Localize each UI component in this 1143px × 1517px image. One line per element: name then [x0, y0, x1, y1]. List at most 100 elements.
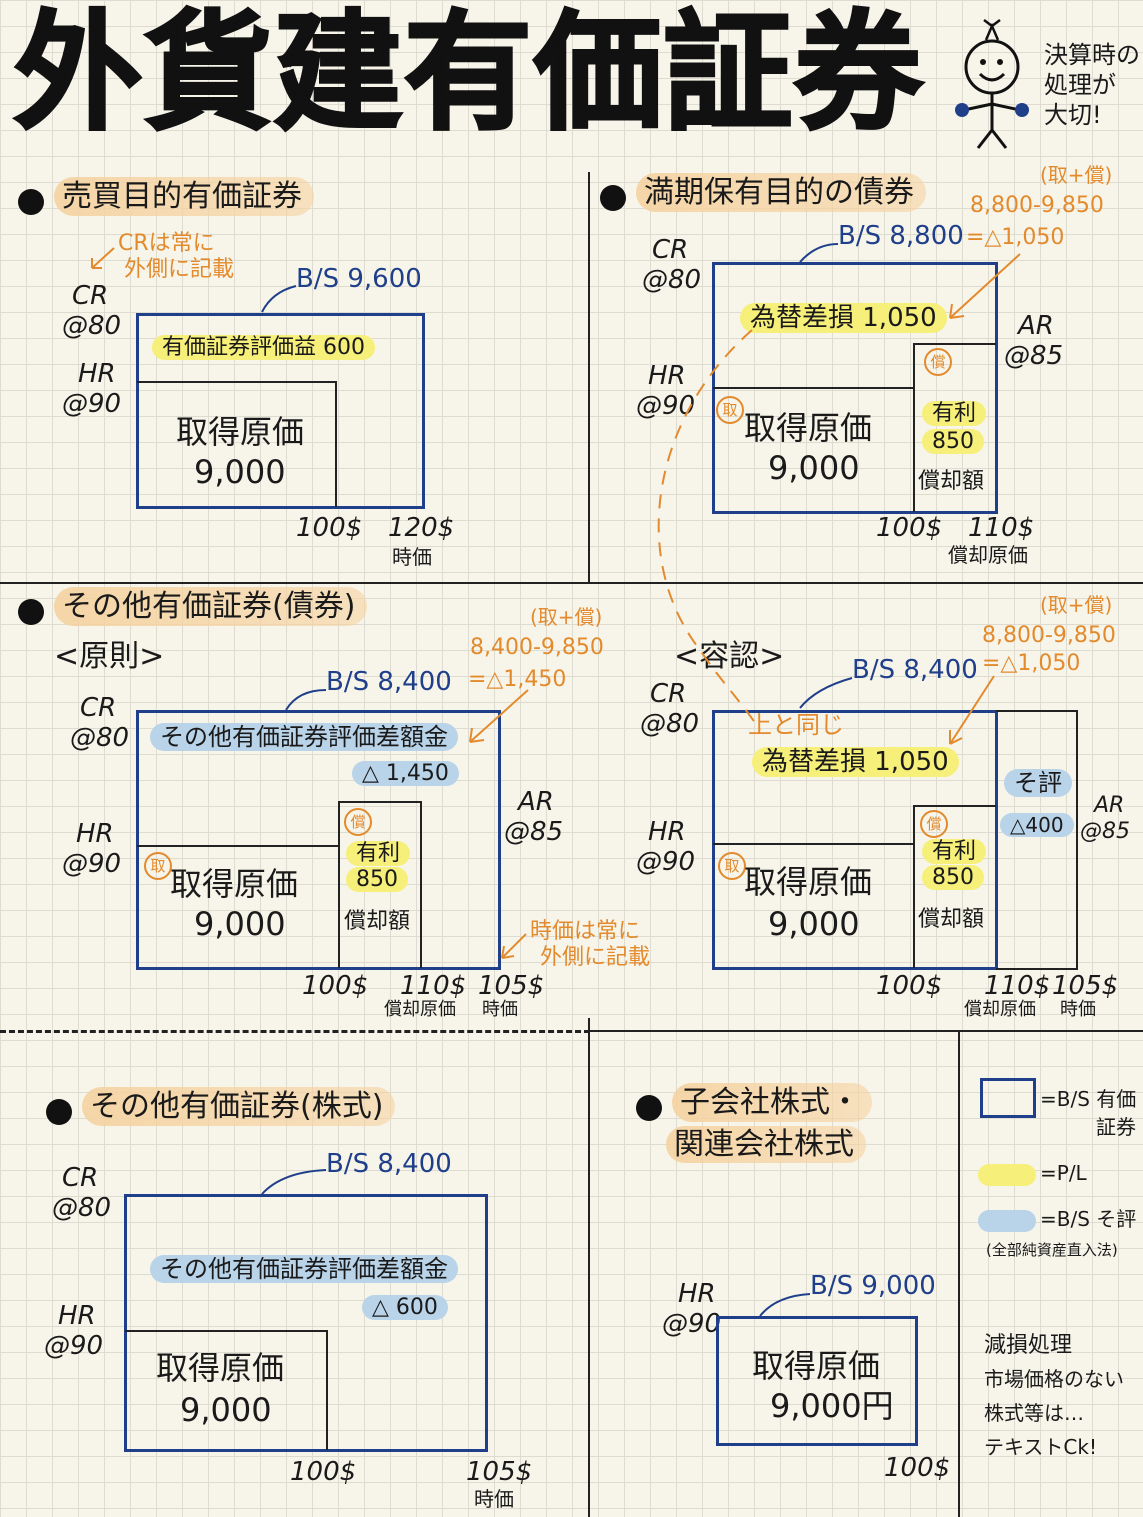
os-cost-label: 取得原価	[156, 1349, 285, 1387]
htm-cost-tag: 取	[716, 396, 744, 424]
oa-amort-label: 償却額	[918, 907, 985, 932]
oa-oci-value: △400	[1000, 813, 1074, 837]
os-cost-box	[125, 1330, 328, 1450]
legend-blue-sub: (全部純資産直入法)	[986, 1241, 1118, 1259]
oa-amort-box	[913, 805, 996, 968]
side-note-3: 大切!	[1044, 101, 1102, 129]
ob-diff: その他有価証券評価差額金	[150, 723, 458, 751]
oa-ar-label: AR	[1094, 793, 1125, 818]
trading-cr-label: CR	[72, 281, 109, 311]
trading-heading: 売買目的有価証券	[18, 177, 314, 216]
divider-vertical-bottom	[588, 1018, 590, 1517]
oa-formula-result: =△1,050	[982, 651, 1081, 676]
oa-mv-box	[996, 710, 1078, 970]
os-heading-text: その他有価証券(株式)	[82, 1087, 396, 1126]
ob-cost-label: 取得原価	[170, 865, 299, 903]
htm-heading: 満期保有目的の債券	[600, 173, 926, 212]
oa-bs-leader	[799, 677, 853, 709]
trading-hr-rate: @90	[62, 389, 122, 419]
oa-cr-rate: @80	[640, 709, 700, 739]
ob-hr-rate: @90	[62, 849, 122, 879]
oa-bs: B/S 8,400	[852, 655, 978, 685]
oa-amort-tag: 償	[920, 810, 948, 838]
trading-bs: B/S 9,600	[296, 264, 422, 294]
oa-x1: 100$	[876, 971, 943, 1001]
trading-x1: 100$	[296, 513, 363, 543]
ob-x2-sub: 償却原価	[384, 999, 456, 1020]
ob-heading: その他有価証券(債券)	[18, 587, 368, 626]
ob-amort-label: 償却額	[344, 909, 411, 934]
os-x2: 105$	[466, 1457, 533, 1487]
oa-interest-value: 850	[922, 865, 984, 890]
impairment-1: 減損処理	[984, 1333, 1073, 1358]
ob-bs-leader	[285, 689, 327, 711]
ob-x3: 105$	[478, 971, 545, 1001]
os-hr-label: HR	[58, 1301, 96, 1331]
htm-bs: B/S 8,800	[838, 221, 964, 251]
divider-dashed	[0, 1030, 590, 1033]
htm-interest-value: 850	[922, 429, 984, 454]
os-cr-label: CR	[62, 1163, 99, 1193]
oa-oci-label: そ評	[1004, 769, 1072, 797]
ob-note-1: 時価は常に	[530, 919, 641, 944]
sub-cost-value: 9,000円	[770, 1387, 894, 1425]
htm-ar-label: AR	[1018, 311, 1054, 341]
os-diff: その他有価証券評価差額金	[150, 1255, 458, 1283]
divider-vertical-legend	[958, 1032, 960, 1517]
oa-formula-tag: (取+償)	[1040, 593, 1113, 617]
htm-interest: 有利	[922, 401, 987, 426]
sub-x1: 100$	[884, 1453, 951, 1483]
oa-cost-tag: 取	[718, 852, 746, 880]
legend-yellow-swatch	[978, 1164, 1036, 1186]
sub-bs: B/S 9,000	[810, 1271, 936, 1301]
os-bs: B/S 8,400	[326, 1149, 452, 1179]
htm-formula-result: =△1,050	[966, 225, 1065, 250]
ob-ar-rate: @85	[504, 817, 564, 847]
ob-diff-value: △ 1,450	[352, 761, 459, 786]
sub-cost-label: 取得原価	[752, 1347, 881, 1385]
htm-cr-label: CR	[652, 235, 689, 265]
oa-x2-sub: 償却原価	[964, 999, 1036, 1020]
ob-interest: 有利	[346, 841, 411, 866]
os-x1: 100$	[290, 1457, 357, 1487]
htm-heading-text: 満期保有目的の債券	[636, 173, 926, 212]
sub-bs-box	[716, 1316, 918, 1446]
impairment-2: 市場価格のない	[984, 1367, 1124, 1391]
trading-bs-box	[136, 313, 425, 509]
htm-cr-rate: @80	[642, 265, 702, 295]
os-bs-leader	[261, 1169, 327, 1195]
ob-cost-value: 9,000	[194, 905, 286, 943]
trading-cost-box	[137, 381, 337, 507]
ob-amort-tag: 償	[344, 808, 372, 836]
ob-cost-tag: 取	[144, 852, 172, 880]
os-cost-value: 9,000	[180, 1391, 272, 1429]
legend-box-label: =B/S 有価	[1040, 1087, 1137, 1111]
trading-note-arrow	[91, 247, 115, 269]
ob-bs: B/S 8,400	[326, 667, 452, 697]
trading-cost-label: 取得原価	[176, 413, 305, 451]
oa-cr-label: CR	[650, 679, 687, 709]
oa-same-note: 上と同じ	[748, 711, 844, 739]
os-heading: その他有価証券(株式)	[46, 1087, 396, 1126]
ob-ar-label: AR	[518, 787, 554, 817]
sub-heading-2: 関連会社株式	[666, 1126, 866, 1163]
htm-amort-label: 償却額	[918, 469, 985, 494]
side-note-1: 決算時の	[1044, 41, 1140, 69]
htm-x1: 100$	[876, 513, 943, 543]
bullet-icon	[46, 1098, 72, 1125]
legend-box-label-2: 証券	[1096, 1115, 1136, 1139]
oa-ar-rate: @85	[1080, 819, 1130, 844]
impairment-4: テキストCk!	[984, 1435, 1097, 1459]
htm-x2-sub: 償却原価	[948, 543, 1028, 567]
bullet-icon	[18, 598, 44, 625]
divider-horizontal-bottom	[588, 1030, 1143, 1032]
bullet-icon	[18, 188, 44, 215]
oa-x3: 105$	[1052, 971, 1119, 1001]
bullet-icon	[600, 184, 626, 211]
sub-hr-rate: @90	[662, 1309, 722, 1339]
bullet-icon	[636, 1094, 662, 1121]
oa-cost-label: 取得原価	[744, 863, 873, 901]
trading-bs-leader	[261, 285, 297, 313]
trading-cr-rate: @80	[62, 311, 122, 341]
os-bs-box	[124, 1194, 488, 1452]
